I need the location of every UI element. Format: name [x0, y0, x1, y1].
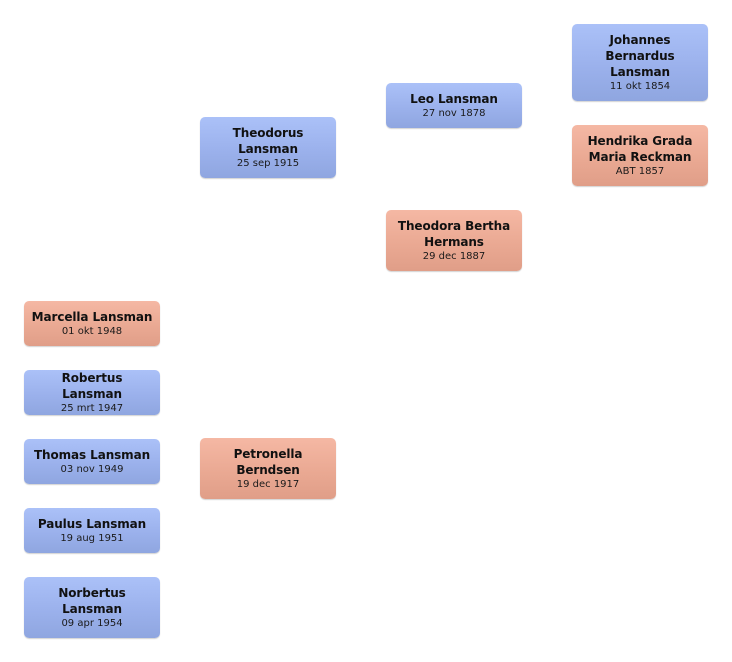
- person-card-norbertus-lansman[interactable]: Norbertus Lansman 09 apr 1954: [24, 577, 160, 638]
- person-date: 11 okt 1854: [609, 81, 671, 92]
- person-card-robertus-lansman[interactable]: Robertus Lansman 25 mrt 1947: [24, 370, 160, 415]
- person-date: 09 apr 1954: [61, 618, 123, 629]
- person-card-petronella-berndsen[interactable]: Petronella Berndsen 19 dec 1917: [200, 438, 336, 499]
- person-card-leo-lansman[interactable]: Leo Lansman 27 nov 1878: [386, 83, 522, 128]
- person-name: Theodora Bertha Hermans: [397, 219, 511, 249]
- person-date: 01 okt 1948: [61, 326, 123, 337]
- person-card-paulus-lansman[interactable]: Paulus Lansman 19 aug 1951: [24, 508, 160, 553]
- person-name: Johannes Bernardus Lansman: [605, 33, 675, 79]
- person-card-johannes-lansman[interactable]: Johannes Bernardus Lansman 11 okt 1854: [572, 24, 708, 101]
- person-name: Leo Lansman: [410, 92, 498, 106]
- person-date: 27 nov 1878: [422, 108, 486, 119]
- person-date: ABT 1857: [615, 166, 665, 177]
- person-card-hendrika-reckman[interactable]: Hendrika Grada Maria Reckman ABT 1857: [572, 125, 708, 186]
- person-name: Paulus Lansman: [37, 517, 147, 531]
- person-date: 29 dec 1887: [422, 251, 486, 262]
- person-name: Marcella Lansman: [31, 310, 153, 324]
- person-name: Theodorus Lansman: [232, 126, 304, 156]
- person-date: 03 nov 1949: [60, 464, 124, 475]
- person-name: Petronella Berndsen: [233, 447, 303, 477]
- person-date: 25 sep 1915: [236, 158, 300, 169]
- person-card-theodora-hermans[interactable]: Theodora Bertha Hermans 29 dec 1887: [386, 210, 522, 271]
- person-date: 25 mrt 1947: [60, 403, 124, 414]
- person-date: 19 dec 1917: [236, 479, 300, 490]
- person-name: Norbertus Lansman: [58, 586, 126, 616]
- person-date: 19 aug 1951: [60, 533, 124, 544]
- person-card-theodorus-lansman[interactable]: Theodorus Lansman 25 sep 1915: [200, 117, 336, 178]
- person-name: Robertus Lansman: [61, 371, 123, 401]
- person-name: Hendrika Grada Maria Reckman: [587, 134, 693, 164]
- person-card-marcella-lansman[interactable]: Marcella Lansman 01 okt 1948: [24, 301, 160, 346]
- person-card-thomas-lansman[interactable]: Thomas Lansman 03 nov 1949: [24, 439, 160, 484]
- person-name: Thomas Lansman: [33, 448, 151, 462]
